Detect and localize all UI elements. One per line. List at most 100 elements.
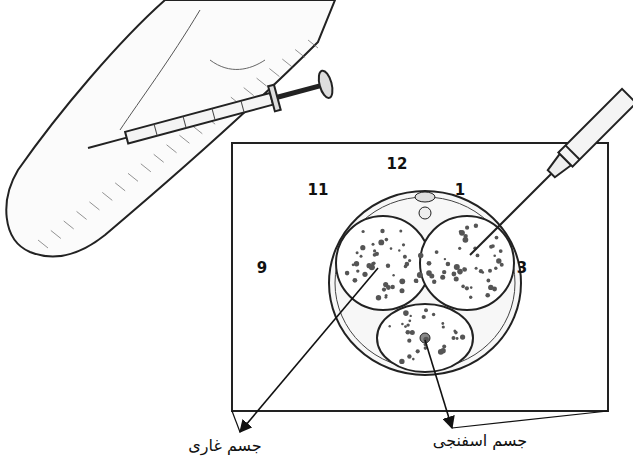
sinusoid-dot — [382, 288, 386, 292]
sinusoid-dot — [403, 255, 407, 259]
sinusoid-dot — [493, 255, 496, 258]
sinusoid-dot — [496, 258, 501, 263]
sinusoid-dot — [414, 278, 419, 283]
sinusoid-dot — [459, 230, 465, 236]
sinusoid-dot — [498, 260, 501, 263]
sinusoid-dot — [453, 330, 456, 333]
sinusoid-dot — [376, 295, 381, 300]
sinusoid-dot — [399, 359, 404, 364]
sinusoid-dot — [485, 293, 490, 298]
sinusoid-dot — [432, 313, 435, 316]
sinusoid-dot — [465, 286, 469, 290]
sinusoid-dot — [372, 243, 375, 246]
sinusoid-dot — [407, 354, 411, 358]
sinusoid-dot — [427, 261, 432, 266]
texture-stroke — [77, 211, 87, 219]
sinusoid-dot — [406, 330, 411, 335]
sinusoid-dot — [392, 274, 394, 276]
texture-stroke — [115, 183, 125, 191]
sinusoid-dot — [461, 285, 465, 289]
sinusoid-dot — [408, 259, 411, 262]
texture-stroke — [269, 69, 279, 77]
sinusoid-dot — [488, 269, 492, 273]
sinusoid-dot — [399, 278, 405, 284]
texture-stroke — [282, 59, 292, 67]
sinusoid-dot — [452, 272, 457, 277]
texture-stroke — [141, 164, 151, 172]
part-label: جسم اسفنجی — [431, 432, 529, 450]
leader-arrow — [240, 268, 378, 432]
texture-stroke — [128, 173, 138, 181]
sinusoid-dot — [500, 263, 504, 267]
sinusoid-dot — [373, 249, 376, 252]
sinusoid-dot — [353, 278, 358, 283]
sinusoid-dot — [398, 249, 400, 251]
sinusoid-dot — [476, 254, 480, 258]
sinusoid-dot — [356, 251, 359, 254]
sinusoid-dot — [475, 267, 478, 270]
sinusoid-dot — [410, 330, 415, 335]
sinusoid-dot — [383, 282, 388, 287]
sinusoid-dot — [401, 323, 404, 326]
sinusoid-dot — [415, 280, 418, 283]
sinusoid-dot — [441, 322, 444, 325]
clock-number: 9 — [257, 260, 267, 277]
sinusoid-dot — [442, 325, 445, 328]
sinusoid-dot — [360, 255, 363, 258]
texture-stroke — [51, 230, 61, 238]
sinusoid-dot — [412, 358, 415, 361]
sinusoid-dot — [454, 264, 460, 270]
sinusoid-dot — [469, 296, 472, 299]
sinusoid-dot — [408, 319, 411, 322]
sinusoid-dot — [362, 272, 367, 277]
sinusoid-dot — [463, 268, 466, 271]
inset-box — [232, 143, 608, 411]
sinusoid-dot — [389, 325, 391, 327]
sinusoid-dot — [378, 240, 384, 246]
texture-stroke — [308, 40, 318, 48]
sinusoid-dot — [399, 229, 402, 232]
sinusoid-dot — [424, 308, 428, 312]
sinusoid-dot — [494, 267, 497, 270]
sinusoid-dot — [380, 229, 384, 233]
sinusoid-dot — [499, 249, 503, 253]
sinusoid-dot — [474, 224, 478, 228]
sinusoid-dot — [360, 245, 365, 250]
sinusoid-dot — [429, 273, 434, 278]
sinusoid-dot — [373, 253, 377, 257]
sinusoid-dot — [456, 337, 459, 340]
sinusoid-dot — [391, 285, 395, 289]
sinusoid-dot — [442, 270, 446, 274]
sinusoid-dot — [440, 275, 445, 280]
sinusoid-dot — [488, 285, 493, 290]
texture-stroke — [89, 202, 99, 210]
sinusoid-dot — [404, 325, 407, 328]
texture-stroke — [179, 135, 189, 143]
sinusoid-dot — [460, 335, 465, 340]
texture-stroke — [244, 88, 254, 96]
sinusoid-dot — [390, 247, 393, 250]
texture-stroke — [64, 221, 74, 229]
sinusoid-dot — [458, 247, 461, 250]
sinusoid-dot — [356, 269, 359, 272]
sinusoid-dot — [462, 267, 467, 272]
sinusoid-dot — [345, 271, 350, 276]
sinusoid-dot — [470, 286, 473, 289]
sinusoid-dot — [417, 272, 423, 278]
sinusoid-dot — [400, 288, 405, 293]
sinusoid-dot — [354, 261, 359, 266]
sinusoid-dot — [385, 296, 388, 299]
sinusoid-dot — [454, 276, 459, 281]
clock-number: 11 — [308, 182, 329, 199]
cross-section — [329, 191, 521, 375]
sinusoid-dot — [487, 279, 491, 283]
texture-stroke — [192, 126, 202, 134]
sinusoid-dot — [491, 244, 495, 248]
clock-number: 12 — [387, 156, 408, 173]
texture-stroke — [38, 240, 48, 248]
sinusoid-dot — [410, 315, 412, 317]
texture-stroke — [257, 78, 267, 86]
texture-stroke — [167, 145, 177, 153]
sinusoid-dot — [406, 323, 409, 326]
